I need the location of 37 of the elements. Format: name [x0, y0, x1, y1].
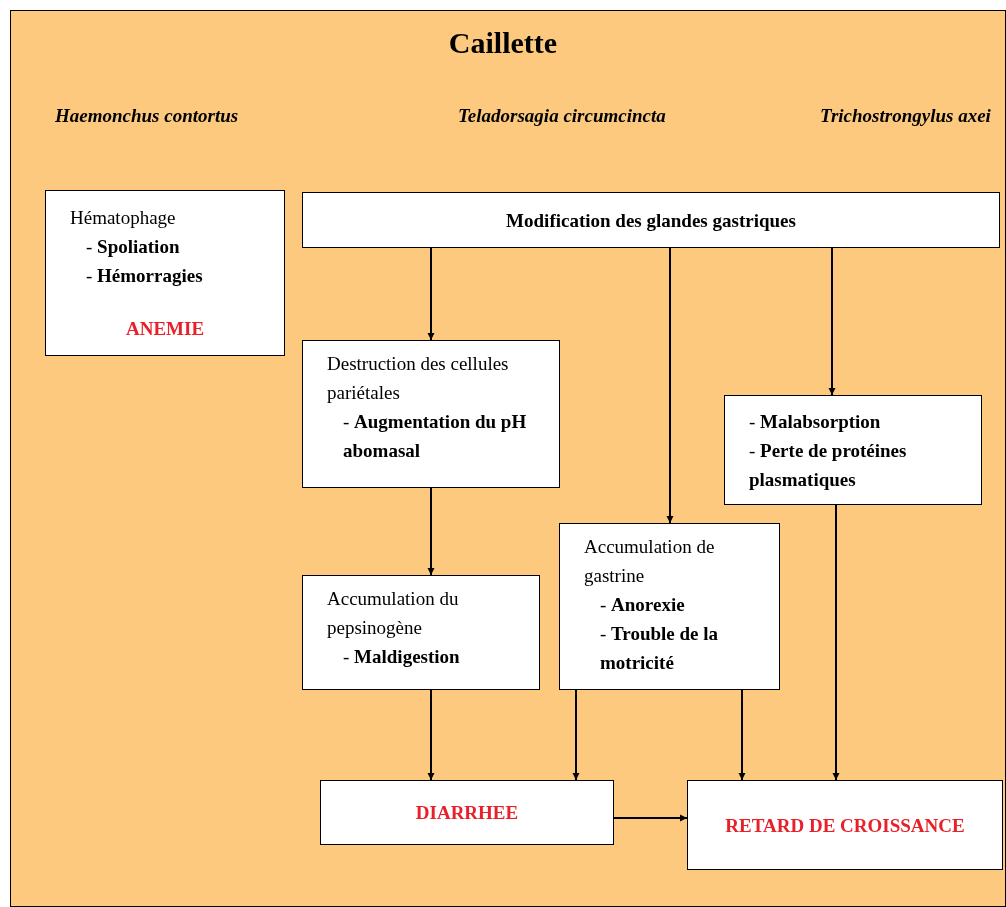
process-box [302, 575, 540, 690]
process-box [320, 780, 614, 845]
box-text: - Trouble de la motricité [600, 623, 719, 673]
process-box [302, 340, 560, 488]
arrow [828, 247, 836, 396]
box-text: - Malabsorption [749, 410, 881, 432]
process-box [559, 523, 780, 690]
box-text: - Augmentation du pH abomasal [343, 411, 527, 461]
box-text: Modification des glandes gastriques [506, 209, 796, 231]
arrow [427, 487, 435, 576]
process-box [724, 395, 982, 505]
box-text: RETARD DE CROISSANCE [725, 814, 965, 836]
process-box [302, 192, 1000, 248]
arrow [738, 689, 746, 781]
box-text: - Spoliation [86, 236, 180, 257]
arrow [427, 689, 435, 781]
box-text: - Anorexie [600, 594, 685, 615]
box-text: Destruction des cellules pariétales [327, 353, 509, 403]
arrow [613, 814, 688, 822]
box-text: Accumulation de gastrine [584, 536, 715, 586]
box-text: Hématophage [70, 207, 176, 228]
arrow [832, 504, 840, 781]
process-box [687, 780, 1003, 870]
process-box [45, 190, 285, 356]
box-text: ANEMIE [125, 318, 205, 339]
title: Caillette [447, 25, 559, 61]
box-text: - Hémorragies [86, 265, 203, 286]
box-text: DIARRHEE [415, 802, 519, 823]
arrow [572, 689, 580, 781]
species-label: Teladorsagia circumcincta [458, 104, 667, 128]
species-label: Haemonchus contortus [55, 104, 240, 128]
box-text: - Maldigestion [343, 646, 460, 667]
arrow [666, 247, 674, 524]
box-text: Accumulation du pepsinogène [327, 588, 459, 638]
arrow [427, 247, 435, 341]
species-label: Trichostrongylus axei [820, 104, 992, 128]
box-text: - Perte de protéines plasmatiques [749, 439, 907, 490]
